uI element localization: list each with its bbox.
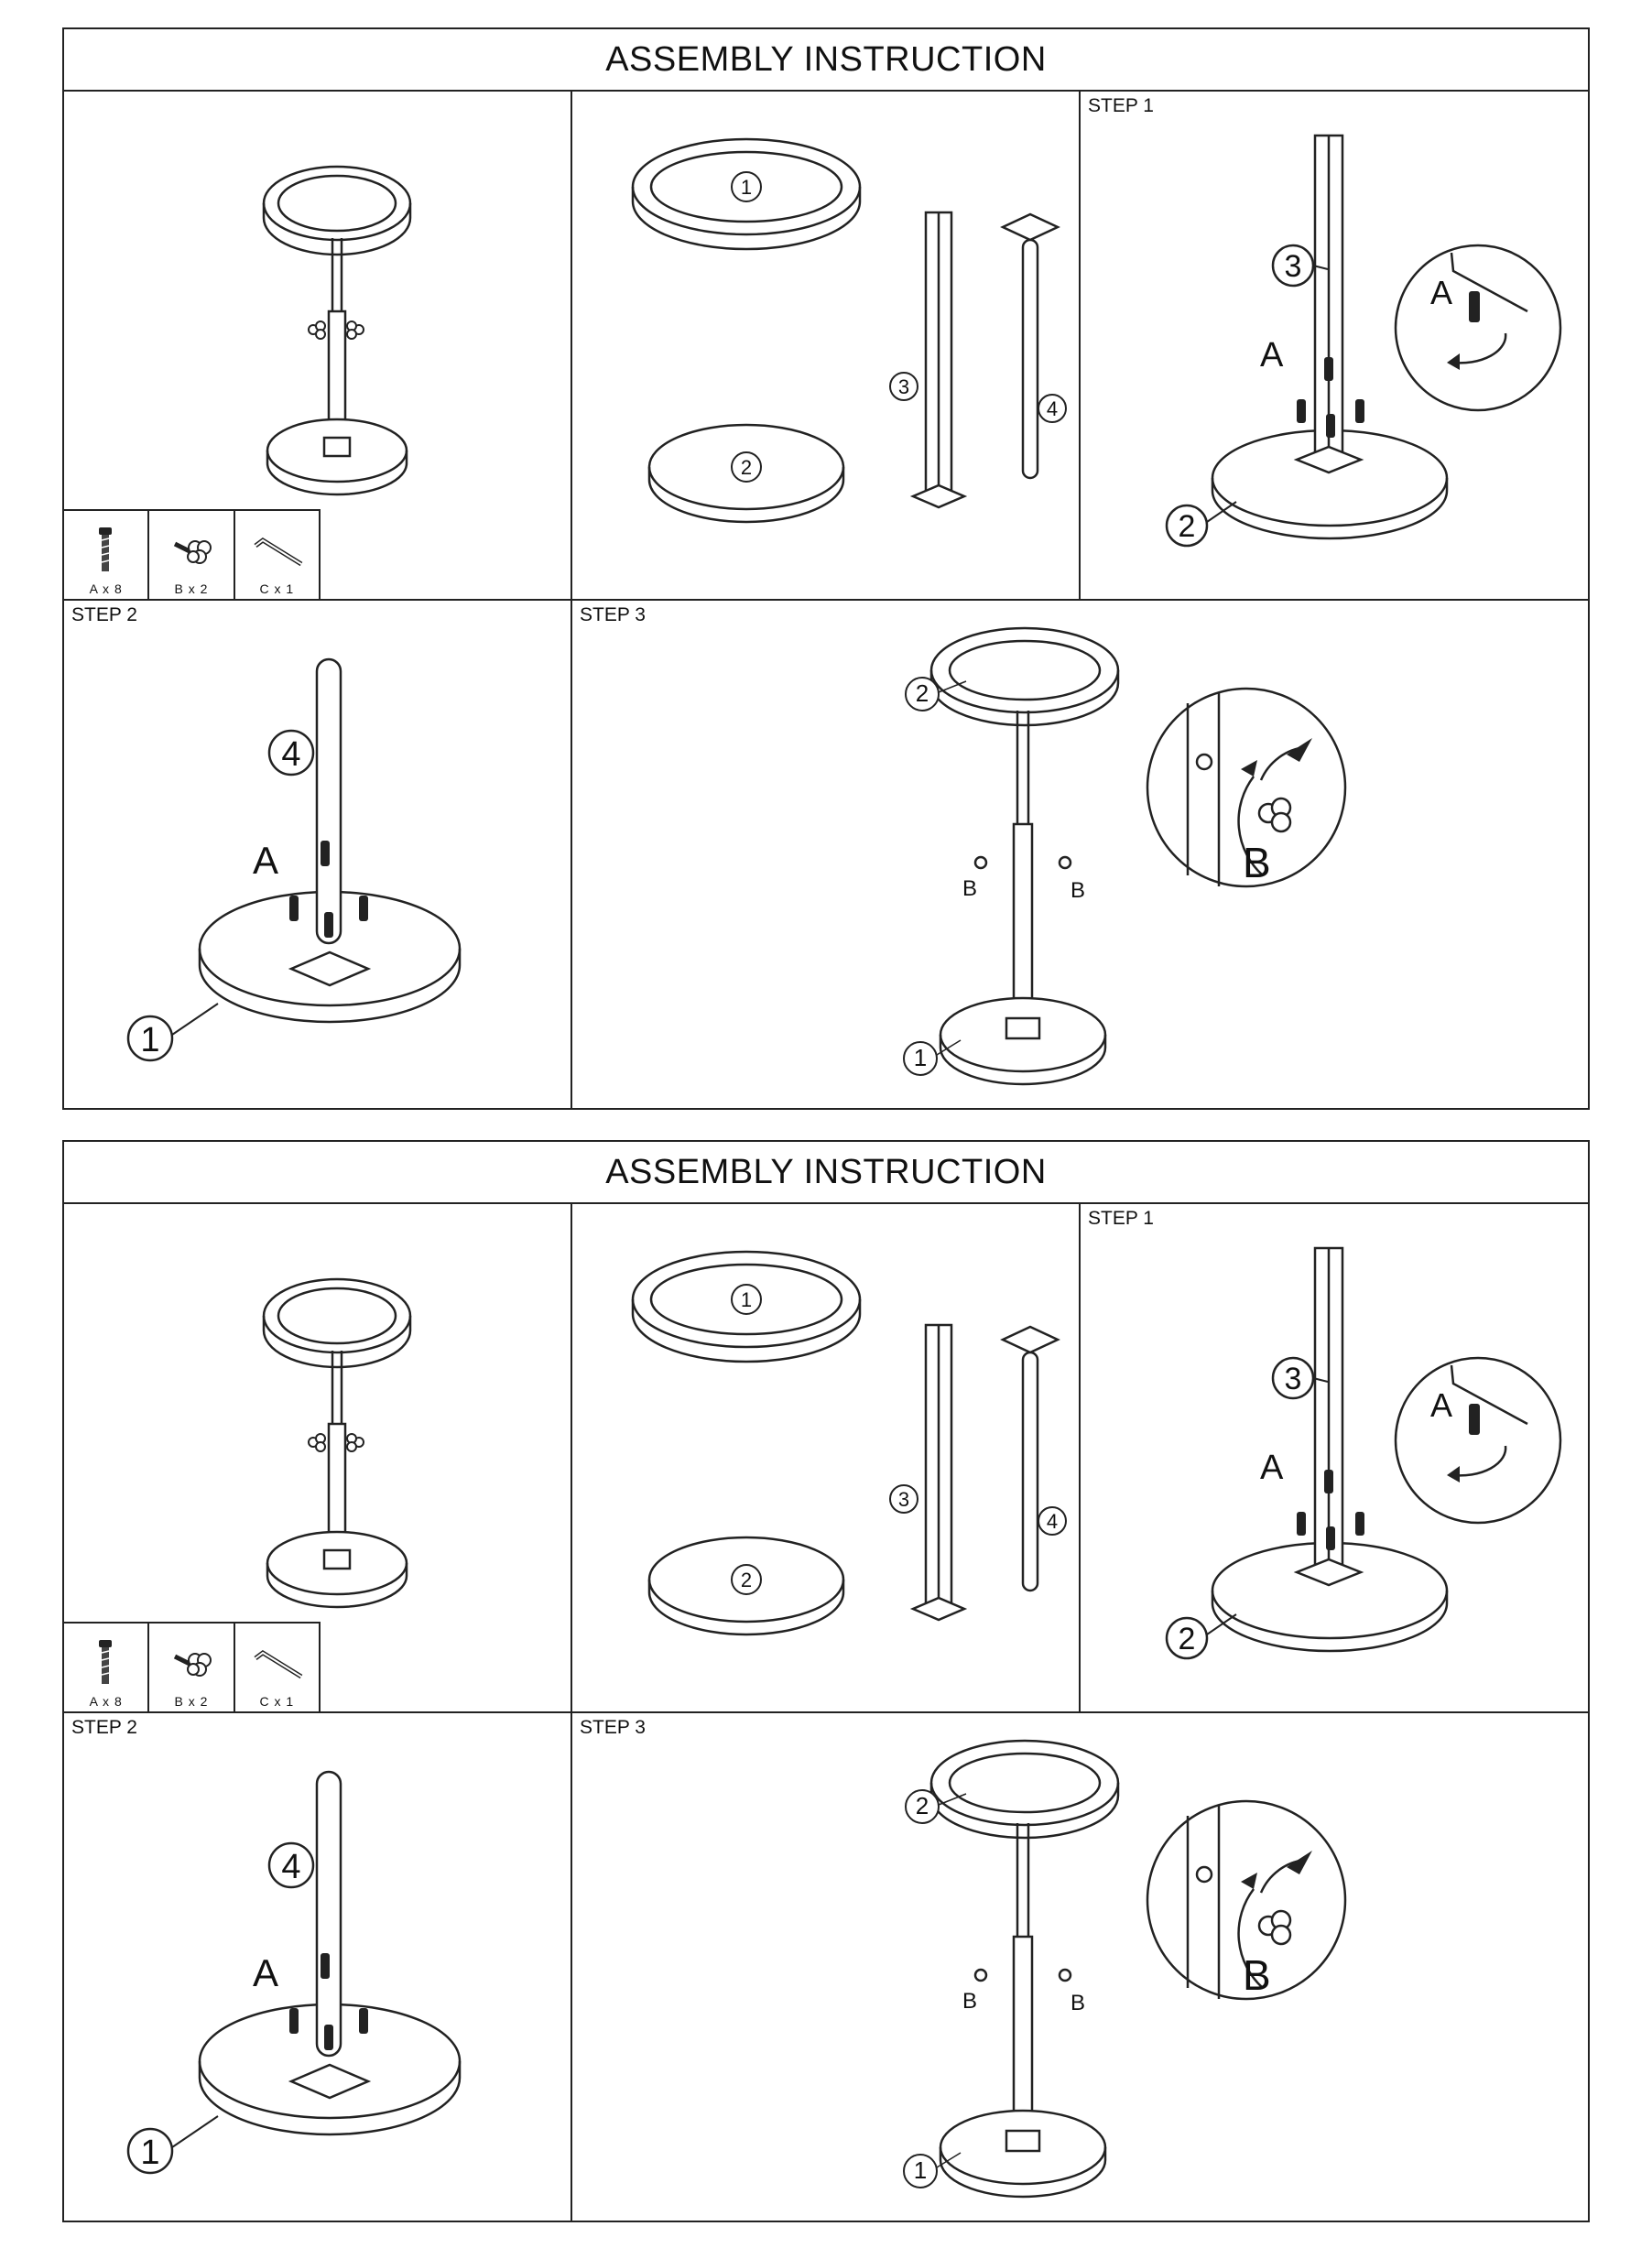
knob-letter-left: B [962,1989,977,2014]
knob-letter-right: B [1071,1991,1085,2015]
parts-panel: 1 2 3 4 [572,92,1081,599]
step-3-label: STEP 3 [580,604,646,625]
screw-letter: A [253,839,278,882]
step-1-panel: STEP 1 [1081,92,1588,599]
part-number-3: 3 [898,1488,909,1511]
instruction-sheet-2: ASSEMBLY INSTRUCTION [62,1140,1590,2222]
knob-icon [174,1653,212,1677]
allen-key-icon [254,1649,302,1679]
hardware-c: C x 1 [235,1624,319,1711]
step-1-illustration: 3 2 A A [1165,134,1562,548]
part-number-1: 1 [741,1288,752,1311]
knob-icon [308,1433,364,1452]
screw-letter-detail: A [1430,1386,1452,1424]
step-3-illustration: 2 1 B B B [903,626,1347,1086]
knob-letter-detail: B [1243,1951,1271,1999]
step-2-panel: STEP 2 4 1 A [64,1713,572,2221]
step-2-label: STEP 2 [71,604,137,625]
hardware-b: B x 2 [149,1624,235,1711]
hardware-a: A x 8 [64,511,150,599]
top-row: A x 8 B x 2 C x 1 [64,1204,1588,1713]
part-number-2: 2 [916,679,929,707]
step-2-illustration: 4 1 A [126,657,462,1062]
screw-icon [99,527,112,571]
part-number-1: 1 [914,2156,927,2184]
part-number-2: 2 [1179,1622,1196,1656]
hardware-a-label: A x 8 [89,1694,123,1709]
part-number-4: 4 [1047,1510,1058,1533]
part-number-4: 4 [281,735,300,774]
overview-panel: A x 8 B x 2 C x 1 [64,1204,572,1711]
screw-letter: A [253,1951,278,1994]
hardware-b: B x 2 [149,511,235,599]
top-row: A x 8 B x 2 C x 1 [64,92,1588,601]
screw-letter: A [1260,336,1284,375]
parts-illustration: 1 2 3 4 [631,137,1067,524]
part-number-1: 1 [140,1021,159,1059]
part-number-1: 1 [140,2134,159,2172]
step-3-panel: STEP 3 [572,1713,1588,2221]
knob-letter-detail: B [1243,839,1271,886]
screw-letter-detail: A [1430,274,1452,311]
part-number-4: 4 [1047,397,1058,420]
hardware-b-label: B x 2 [174,1694,209,1709]
assembled-table-illustration [262,1277,412,1609]
knob-letter-right: B [1071,878,1085,903]
step-1-panel: STEP 1 [1081,1204,1588,1711]
step-2-panel: STEP 2 4 1 A [64,601,572,1108]
hardware-c: C x 1 [235,511,319,599]
hardware-c-label: C x 1 [259,1694,295,1709]
part-number-1: 1 [741,176,752,199]
part-number-2: 2 [741,1569,752,1591]
part-number-2: 2 [741,456,752,479]
step-3-panel: STEP 3 [572,601,1588,1108]
knob-icon [308,320,364,340]
allen-key-icon [254,537,302,567]
sheet-title: ASSEMBLY INSTRUCTION [64,29,1588,92]
hardware-b-label: B x 2 [174,581,209,596]
hardware-a: A x 8 [64,1624,150,1711]
step-3-illustration: 2 1 B B B [903,1739,1347,2199]
bottom-row: STEP 2 4 1 A [64,601,1588,1108]
part-number-2: 2 [1179,509,1196,544]
hardware-a-label: A x 8 [89,581,123,596]
hardware-list: A x 8 B x 2 C x 1 [64,509,321,599]
screw-letter: A [1260,1449,1284,1487]
overview-panel: A x 8 B x 2 C x 1 [64,92,572,599]
part-number-4: 4 [281,1848,300,1886]
step-1-illustration: 3 2 A A [1165,1246,1562,1660]
knob-letter-left: B [962,876,977,901]
part-number-3: 3 [1285,249,1302,284]
parts-illustration: 1 2 3 4 [631,1250,1067,1636]
part-number-2: 2 [916,1792,929,1819]
step-2-label: STEP 2 [71,1717,137,1738]
step-1-label: STEP 1 [1088,95,1154,116]
step-2-illustration: 4 1 A [126,1770,462,2175]
hardware-c-label: C x 1 [259,581,295,596]
step-3-label: STEP 3 [580,1717,646,1738]
sheet-title: ASSEMBLY INSTRUCTION [64,1142,1588,1204]
bottom-row: STEP 2 4 1 A [64,1713,1588,2221]
assembled-table-illustration [262,165,412,496]
knob-icon [174,540,212,564]
part-number-3: 3 [1285,1362,1302,1396]
part-number-1: 1 [914,1044,927,1071]
screw-icon [99,1640,112,1684]
parts-panel: 1 2 3 4 [572,1204,1081,1711]
step-1-label: STEP 1 [1088,1208,1154,1229]
part-number-3: 3 [898,375,909,398]
instruction-sheet-1: ASSEMBLY INSTRUCTION [62,27,1590,1110]
hardware-list: A x 8 B x 2 C x 1 [64,1622,321,1711]
